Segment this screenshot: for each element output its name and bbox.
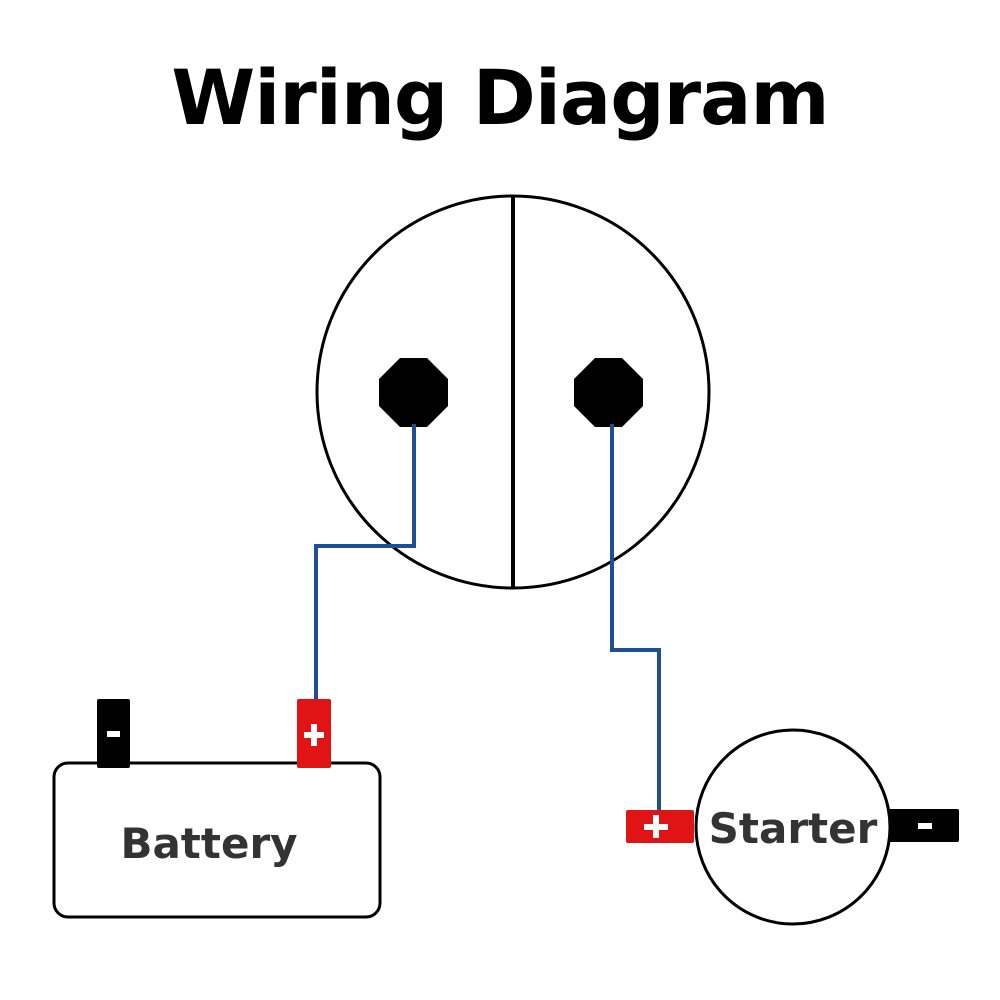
wire-switch-to-battery (314, 424, 416, 700)
battery-body (52, 761, 382, 919)
starter-label: Starter (709, 804, 878, 853)
wire-switch-to-starter (610, 424, 661, 811)
battery-label: Battery (120, 819, 297, 868)
plus-icon-vertical (653, 815, 659, 838)
switch[interactable] (315, 194, 711, 590)
plus-icon-vertical (311, 724, 317, 746)
diagram-title: Wiring Diagram (171, 53, 829, 142)
battery[interactable]: Battery (52, 699, 382, 919)
switch-right-terminal[interactable] (574, 358, 643, 427)
starter[interactable]: Starter (626, 728, 959, 926)
minus-icon (107, 731, 120, 737)
minus-icon (918, 823, 932, 829)
switch-left-terminal[interactable] (379, 358, 448, 427)
starter-body (694, 728, 892, 926)
